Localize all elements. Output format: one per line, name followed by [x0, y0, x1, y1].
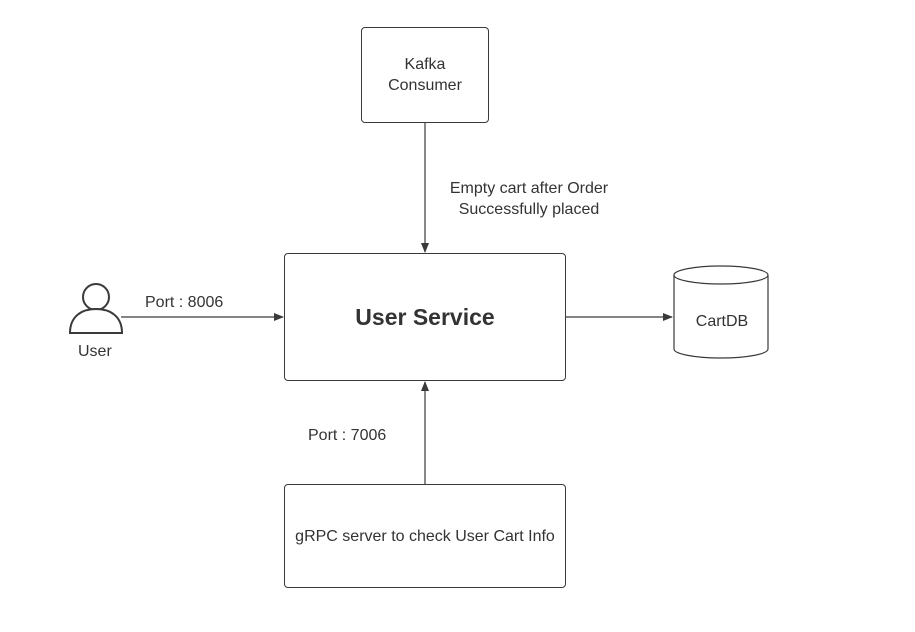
user-actor-label: User	[78, 343, 112, 360]
database-icon	[673, 265, 769, 359]
user-icon	[68, 283, 124, 334]
grpc-server-label: gRPC server to check User Cart Info	[295, 527, 555, 545]
kafka-edge-label: Empty cart after Order Successfully plac…	[449, 180, 609, 218]
cartdb-label: CartDB	[695, 313, 749, 330]
user-service-label: User Service	[355, 303, 495, 330]
grpc-server-node[interactable]: gRPC server to check User Cart Info	[284, 484, 566, 588]
user-edge-label: Port : 8006	[145, 294, 224, 311]
grpc-edge-label: Port : 7006	[308, 427, 387, 444]
user-service-node[interactable]: User Service	[284, 253, 566, 381]
kafka-consumer-label: Kafka Consumer	[388, 56, 462, 94]
kafka-consumer-node[interactable]: Kafka Consumer	[361, 27, 489, 123]
